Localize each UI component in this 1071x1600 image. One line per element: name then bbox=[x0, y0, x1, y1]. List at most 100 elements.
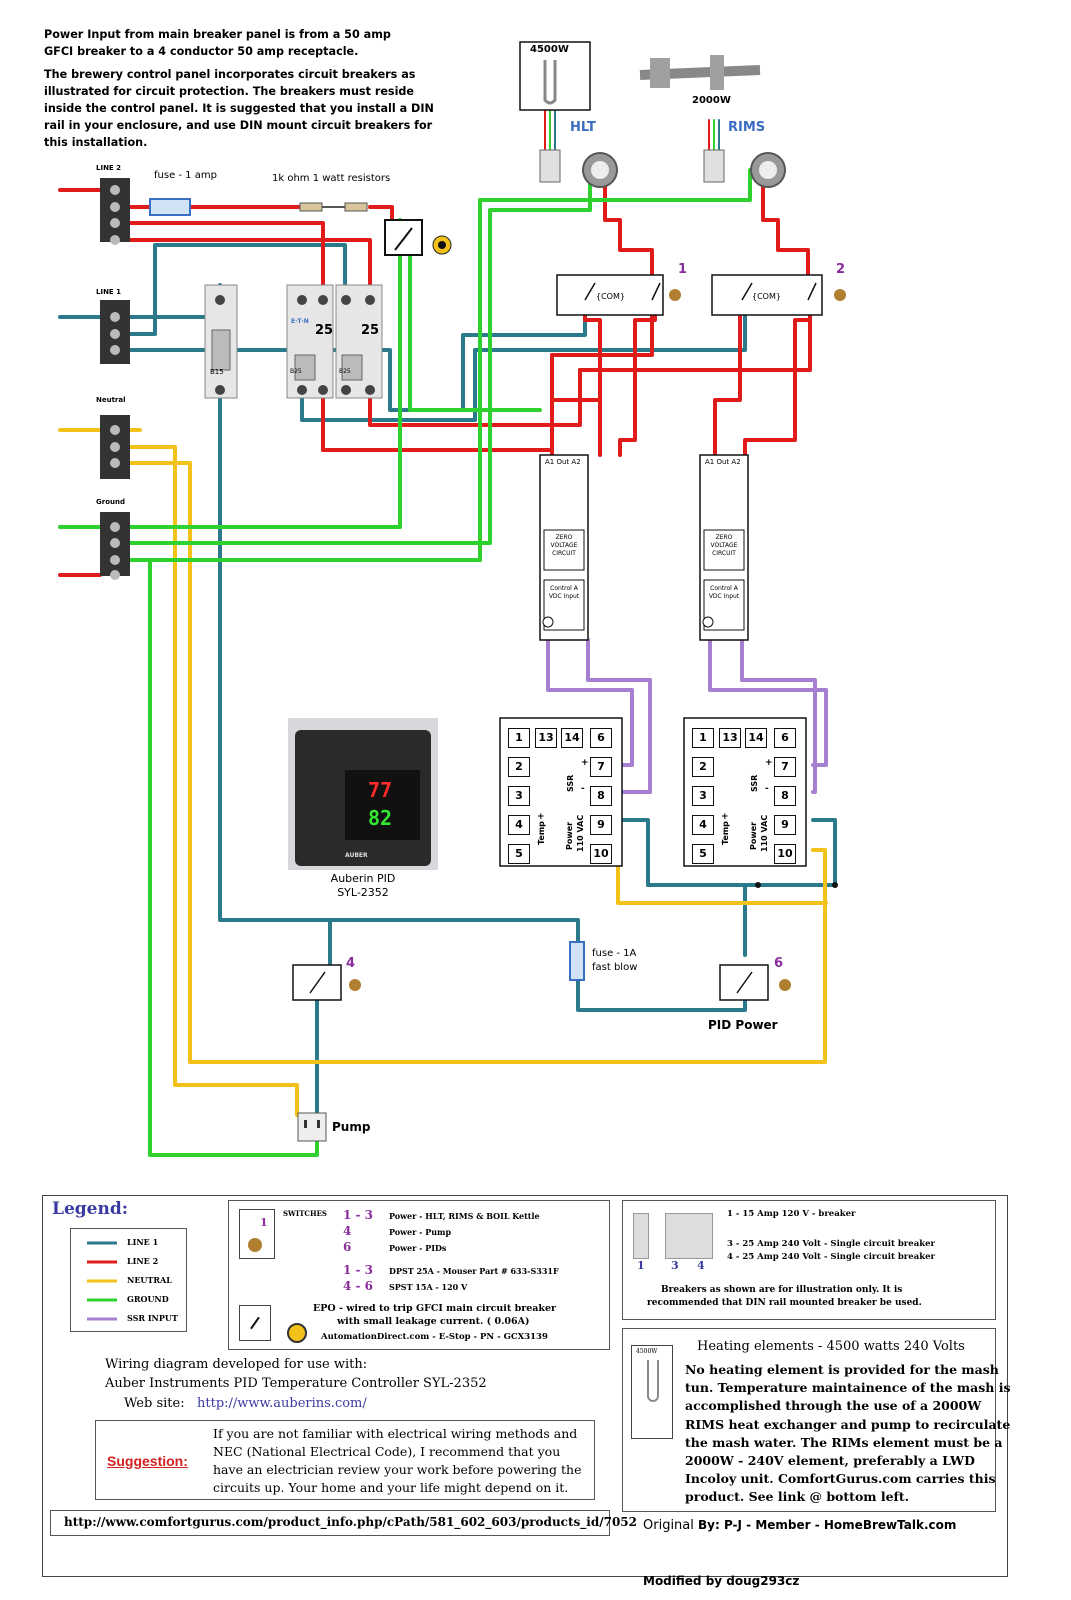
pid-temp-plus: + bbox=[721, 812, 729, 822]
pid-terminal: 8 bbox=[774, 786, 796, 806]
suggestion-line: circuits up. Your home and your life mig… bbox=[213, 1480, 569, 1495]
switch-desc: Power - HLT, RIMS & BOIL Kettle bbox=[389, 1211, 540, 1221]
ssr-input-wire bbox=[546, 638, 634, 767]
switch-range: 4 bbox=[343, 1224, 352, 1238]
switches-heading: SWITCHES bbox=[283, 1209, 327, 1218]
heating-text: No heating element is provided for the m… bbox=[685, 1361, 1010, 1507]
intro-line: The brewery control panel incorporates c… bbox=[44, 68, 416, 81]
ground-wire bbox=[128, 168, 592, 545]
pid-vac-label: 110 VAC bbox=[760, 814, 769, 852]
legend-title: Legend: bbox=[52, 1199, 128, 1219]
intro-line: rail in your enclosure, and use DIN moun… bbox=[44, 119, 433, 132]
switch-range: 1 - 3 bbox=[343, 1263, 374, 1277]
heating-text-line: the mash water. The RIMs element must be… bbox=[685, 1434, 1003, 1450]
heating-text-line: RIMS heat exchanger and pump to recircul… bbox=[685, 1416, 1011, 1432]
neutral-wire bbox=[128, 445, 299, 1117]
epo-desc: EPO - wired to trip GFCI main circuit br… bbox=[313, 1303, 557, 1314]
suggestion-line: If you are not familiar with electrical … bbox=[213, 1426, 578, 1441]
wire-legend-swatches bbox=[87, 1241, 117, 1321]
pid-ssr-label: SSR bbox=[566, 774, 575, 792]
dpst-com-label: {COM} bbox=[596, 292, 625, 301]
breaker-number: 4 bbox=[697, 1259, 705, 1272]
heating-text-line: No heating element is provided for the m… bbox=[685, 1362, 999, 1377]
intro-paragraph-2: The brewery control panel incorporates c… bbox=[44, 66, 434, 151]
legend-wire-name: LINE 1 bbox=[127, 1237, 159, 1247]
ssr-a2: A2 bbox=[731, 458, 741, 466]
pid-sv-display: 82 bbox=[368, 806, 393, 830]
terminal-block-line2 bbox=[100, 178, 130, 245]
neutral-wire bbox=[128, 461, 827, 1064]
intro-line: GFCI breaker to a 4 conductor 50 amp rec… bbox=[44, 45, 359, 58]
pump-receptacle bbox=[297, 1112, 327, 1142]
hlt-plug bbox=[539, 149, 561, 183]
developed-for-product: Auber Instruments PID Temperature Contro… bbox=[105, 1376, 487, 1391]
ssr-1 bbox=[539, 454, 589, 641]
ssr-1-zero-voltage: ZERO VOLTAGE CIRCUIT bbox=[550, 534, 578, 557]
intro-line: this installation. bbox=[44, 136, 148, 149]
epo-switch bbox=[384, 219, 452, 256]
pid-ssr-minus: - bbox=[581, 784, 585, 794]
website-link[interactable]: http://www.auberins.com/ bbox=[197, 1396, 367, 1411]
legend-panel bbox=[42, 1195, 1008, 1577]
website-label: Web site: bbox=[124, 1396, 185, 1411]
legend-wire-name: SSR INPUT bbox=[127, 1313, 178, 1323]
product-link[interactable]: http://www.comfortgurus.com/product_info… bbox=[64, 1515, 637, 1529]
breaker-note: Breakers as shown are for illustration o… bbox=[661, 1285, 903, 1295]
intro-line: inside the control panel. It is suggeste… bbox=[44, 102, 434, 115]
pid-ssr-label: SSR bbox=[750, 774, 759, 792]
switches-legend: 1 SWITCHES 1 - 3 Power - HLT, RIMS & BOI… bbox=[228, 1200, 610, 1350]
dpst-com-label: {COM} bbox=[752, 292, 781, 301]
epo-button-icon bbox=[287, 1323, 307, 1343]
breaker-number: 3 bbox=[671, 1259, 679, 1272]
switch-number-1: 1 bbox=[678, 262, 688, 277]
wire-legend: LINE 1 LINE 2 NEUTRAL GROUND SSR INPUT bbox=[70, 1228, 187, 1332]
line1-wire bbox=[218, 396, 332, 997]
pid-terminal: 2 bbox=[692, 757, 714, 777]
heating-text-line: product. See link @ bottom left. bbox=[685, 1489, 910, 1505]
line2-wire bbox=[368, 298, 812, 427]
pid-terminal: 3 bbox=[692, 786, 714, 806]
ssr-a2: A2 bbox=[571, 458, 581, 466]
dpst-switch-1 bbox=[556, 274, 681, 316]
credit-modified: Modified by doug293cz bbox=[643, 1574, 800, 1588]
resistors-label: 1k ohm 1 watt resistors bbox=[272, 173, 391, 184]
terminal-block-line1 bbox=[100, 300, 130, 364]
fuse-1a-fast-blow bbox=[569, 941, 585, 981]
heating-coil bbox=[647, 1360, 659, 1402]
fuse-1a-label: fast blow bbox=[592, 962, 638, 973]
ssr-2-zero-voltage: ZERO VOLTAGE CIRCUIT bbox=[710, 534, 738, 557]
pid-terminal: 6 bbox=[590, 728, 612, 748]
rims-plug bbox=[703, 149, 725, 183]
line2-wire bbox=[743, 298, 812, 457]
pid-ssr-plus: + bbox=[581, 758, 589, 768]
line1-wire bbox=[616, 818, 650, 887]
pid-power-label: Power bbox=[565, 821, 574, 850]
intro-line: Power Input from main breaker panel is f… bbox=[44, 28, 391, 41]
ssr-out: Out bbox=[556, 458, 570, 466]
pid-terminal: 1 bbox=[508, 728, 530, 748]
switch-desc: SPST 15A - 120 V bbox=[389, 1282, 468, 1292]
dpst-switch-2 bbox=[711, 274, 846, 316]
pid-terminal: 14 bbox=[561, 728, 583, 748]
pid-ssr-plus: + bbox=[765, 758, 773, 768]
pid-terminal: 6 bbox=[774, 728, 796, 748]
pid-brand: AUBER bbox=[345, 852, 368, 859]
legend-wire-name: GROUND bbox=[127, 1294, 169, 1304]
pid-terminal: 3 bbox=[508, 786, 530, 806]
heating-text-line: 2000W - 240V element, preferably a LWD bbox=[685, 1453, 975, 1469]
breaker-25a-1-rating: 25 bbox=[315, 323, 334, 338]
terminal-label-line1: LINE 1 bbox=[96, 288, 122, 296]
pid-terminal: 5 bbox=[692, 844, 714, 864]
suggestion-text: If you are not familiar with electrical … bbox=[213, 1425, 582, 1497]
ssr-2-terminals: A1 Out A2 bbox=[705, 458, 741, 466]
hlt-label: HLT bbox=[570, 120, 596, 135]
pid-2-col1: 1 2 3 4 5 bbox=[692, 728, 714, 864]
pid-model: SYL-2352 bbox=[337, 886, 389, 899]
switch-range: 4 - 6 bbox=[343, 1279, 374, 1293]
pump-label: Pump bbox=[332, 1120, 371, 1134]
pid-terminal: 2 bbox=[508, 757, 530, 777]
switch-number-6: 6 bbox=[774, 956, 784, 971]
heating-text-line: accomplished through the use of a 2000W bbox=[685, 1398, 982, 1414]
pid-1-col1: 1 2 3 4 5 bbox=[508, 728, 530, 864]
breaker-desc: 4 - 25 Amp 240 Volt - Single circuit bre… bbox=[727, 1252, 935, 1262]
